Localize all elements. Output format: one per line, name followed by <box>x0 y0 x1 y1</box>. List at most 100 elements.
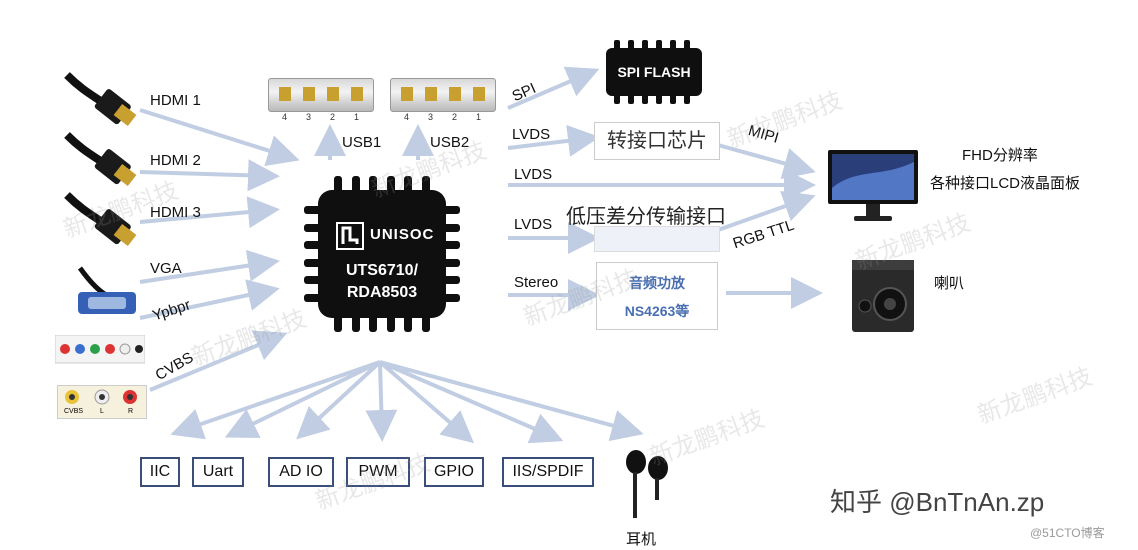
main-soc-chip: UNISOC UTS6710/ RDA8503 <box>318 190 446 318</box>
chip-pin <box>422 176 430 194</box>
flash-pin <box>670 40 676 50</box>
vga-label: VGA <box>150 260 182 277</box>
flash-pin <box>670 94 676 104</box>
chip-pin <box>304 223 322 232</box>
chip-brand: UNISOC <box>370 226 435 243</box>
arrow-cvbs <box>149 330 288 392</box>
arrow-lvds-top <box>507 124 600 157</box>
lvds-mid-label: LVDS <box>514 166 553 183</box>
chip-pin <box>386 176 395 194</box>
chip-pin <box>304 241 322 250</box>
cvbs-jacks-icon: CVBS L R <box>57 385 147 419</box>
hdmi1-label: HDMI 1 <box>150 92 201 109</box>
arrow-earphone <box>379 360 644 442</box>
audio-amp-box: 音频功放 NS4263等 <box>596 262 718 330</box>
usb1-label: USB1 <box>342 134 382 151</box>
flash-pin <box>628 40 634 50</box>
arrow-gpio <box>378 360 475 444</box>
spi-flash-label: SPI FLASH <box>617 64 691 80</box>
usb2-label: USB2 <box>430 134 470 151</box>
panel-resolution-label: FHD分辨率 <box>962 147 1038 164</box>
lvds-low-label: LVDS <box>514 216 553 233</box>
arrow-iic <box>170 360 381 440</box>
arrow-ypbpr <box>139 279 280 320</box>
chip-model-line2: RDA8503 <box>346 284 418 301</box>
chip-pin <box>304 206 322 214</box>
flash-pin <box>614 94 620 104</box>
lvds-top-label: LVDS <box>512 126 551 143</box>
usb-port-icon <box>268 78 374 112</box>
chip-pin <box>334 314 342 332</box>
peripheral-iic: IIC <box>140 457 180 487</box>
flash-pin <box>614 40 620 50</box>
flash-pin <box>656 94 662 104</box>
earphone-icon <box>626 450 668 518</box>
flash-pin <box>642 94 648 104</box>
cvbs-jack-label: L <box>100 408 104 415</box>
arrow-hdmi3 <box>139 196 280 229</box>
chip-pin <box>351 314 360 332</box>
usb-pin-number: 3 <box>428 112 434 122</box>
ypbpr-jacks-icon <box>55 335 145 364</box>
hdmi-cable-icon <box>64 72 137 127</box>
hdmi3-label: HDMI 3 <box>150 204 201 221</box>
vga-connector-icon <box>77 266 136 314</box>
flash-pin <box>684 94 690 104</box>
usb-port-icon <box>390 78 496 112</box>
chip-pin <box>304 294 322 302</box>
hdmi-cable-icon <box>64 192 137 247</box>
lvds-chip-box <box>594 226 720 252</box>
flash-pin <box>656 40 662 50</box>
audio-amp-title: 音频功放 <box>629 275 685 291</box>
chip-pin <box>369 176 378 194</box>
cvbs-jack-label: CVBS <box>64 408 84 415</box>
arrow-vga <box>139 249 280 284</box>
peripheral-adio: AD IO <box>268 457 334 487</box>
usb-pin-number: 2 <box>452 112 458 122</box>
usb-pin-number: 3 <box>306 112 312 122</box>
converter-chip-box: 转接口芯片 <box>594 122 720 160</box>
usb-pin-number: 1 <box>476 112 482 122</box>
peripheral-pwm: PWM <box>346 457 410 487</box>
peripheral-iis-spdif: IIS/SPDIF <box>502 457 594 487</box>
stereo-label: Stereo <box>514 274 559 291</box>
usb-pin-number: 1 <box>354 112 360 122</box>
chip-pin <box>442 241 460 250</box>
chip-pin <box>351 176 360 194</box>
flash-pin <box>684 40 690 50</box>
earphone-label: 耳机 <box>626 531 657 548</box>
flash-pin <box>642 40 648 50</box>
cvbs-jack-label: R <box>128 408 134 415</box>
arrow-spi <box>507 66 600 110</box>
chip-pin <box>442 294 460 302</box>
arrow-rgbttl <box>717 190 816 232</box>
hdmi2-label: HDMI 2 <box>150 152 201 169</box>
chip-pin <box>442 276 460 285</box>
arrow-adio <box>296 360 382 440</box>
peripheral-gpio: GPIO <box>424 457 484 487</box>
arrow-uart <box>224 360 381 438</box>
audio-amp-part: NS4263等 <box>624 303 690 319</box>
footer-watermark: @51CTO博客 <box>1030 526 1105 540</box>
arrow-hdmi1 <box>139 108 300 167</box>
chip-pin <box>369 314 378 332</box>
chip-pin <box>334 176 342 194</box>
usb-pin-number: 4 <box>282 112 288 122</box>
chip-pin <box>386 314 395 332</box>
spi-flash-chip: SPI FLASH <box>606 48 702 96</box>
chip-model-line1: UTS6710/ <box>345 262 419 279</box>
chip-pin <box>404 314 413 332</box>
speaker-label: 喇叭 <box>934 275 965 292</box>
lcd-monitor-icon <box>828 150 918 221</box>
usb-pin-number: 2 <box>330 112 336 122</box>
chip-pin <box>422 314 430 332</box>
chip-pin <box>404 176 413 194</box>
panel-interface-label: 各种接口LCD液晶面板 <box>930 175 1081 192</box>
converter-chip-label: 转接口芯片 <box>607 130 707 152</box>
unisoc-logo-icon <box>336 222 364 250</box>
chip-pin <box>304 276 322 285</box>
arrow-mipi <box>717 143 816 179</box>
hdmi-cable-icon <box>64 132 137 187</box>
chip-pin <box>304 258 322 267</box>
